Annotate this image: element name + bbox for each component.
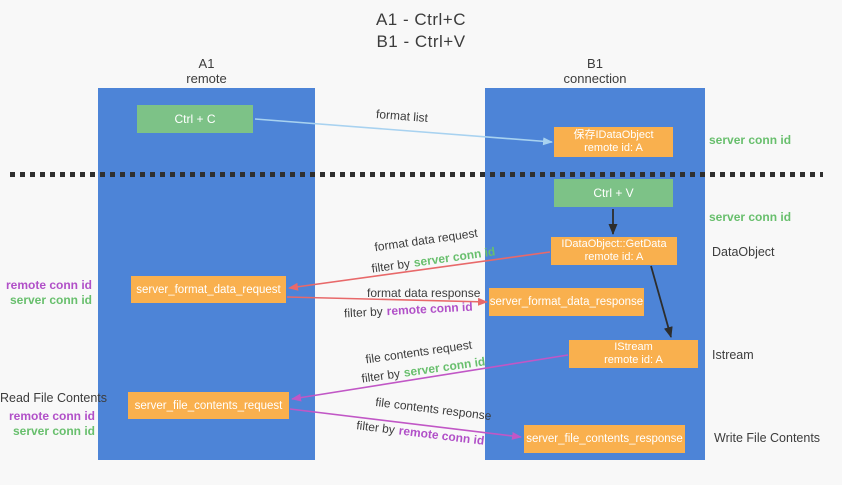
format-list-label: format list — [375, 106, 429, 126]
istream-box: IStream remote id: A — [569, 340, 698, 368]
ctrl-c-box: Ctrl + C — [137, 105, 253, 133]
server-file-contents-response-box: server_file_contents_response — [524, 425, 685, 453]
remote-conn-id-side-label: remote conn id — [8, 409, 95, 423]
filter-by-text: filter by — [355, 418, 396, 437]
save-dataobject-line1: 保存IDataObject — [573, 129, 654, 141]
ctrl-v-label: Ctrl + V — [593, 186, 634, 200]
file-contents-response-label: file contents response — [374, 394, 493, 424]
getdata-line1: IDataObject::GetData — [561, 238, 667, 250]
server-file-contents-request-label: server_file_contents_request — [134, 399, 283, 412]
filter-by-text: filter by — [370, 256, 411, 276]
title-line-1: A1 - Ctrl+C — [375, 10, 467, 29]
ctrl-v-box: Ctrl + V — [554, 179, 673, 207]
istream-line1: IStream — [614, 341, 653, 353]
filter-by-text: filter by — [343, 304, 384, 321]
save-dataobject-line2: remote id: A — [584, 142, 643, 154]
server-format-data-request-label: server_format_data_request — [136, 283, 281, 296]
format-data-response-label: format data response — [367, 286, 481, 300]
server-format-data-response-box: server_format_data_response — [489, 288, 644, 316]
write-file-contents-label: Write File Contents — [714, 431, 821, 445]
server-conn-id-side-label-top: server conn id — [709, 133, 792, 147]
title-line-2: B1 - Ctrl+V — [376, 32, 466, 51]
server-conn-id-side-label: server conn id — [12, 424, 95, 438]
server-conn-id-highlight: server conn id — [412, 244, 497, 270]
remote-conn-id-side-label: remote conn id — [5, 278, 92, 292]
filter-by-text: filter by — [360, 366, 401, 386]
server-file-contents-response-label: server_file_contents_response — [526, 433, 683, 445]
lane-b1-role: connection — [563, 71, 627, 86]
lane-header-b1: B1 connection — [485, 56, 705, 86]
server-conn-id-side-label-mid: server conn id — [709, 210, 792, 224]
remote-conn-id-highlight: remote conn id — [397, 423, 486, 448]
lane-header-a1: A1 remote — [98, 56, 315, 86]
server-file-contents-request-box: server_file_contents_request — [128, 392, 289, 419]
getdata-line2: remote id: A — [584, 251, 644, 263]
remote-conn-id-highlight: remote conn id — [386, 299, 473, 319]
dataobject-side-label: DataObject — [712, 245, 775, 259]
diagram-title: A1 - Ctrl+C B1 - Ctrl+V — [0, 9, 842, 53]
file-conn-id-labels: remote conn id server conn id — [0, 409, 95, 439]
save-dataobject-box: 保存IDataObject remote id: A — [554, 127, 673, 157]
istream-side-label: Istream — [712, 348, 754, 362]
server-conn-id-side-label: server conn id — [9, 293, 92, 307]
istream-line2: remote id: A — [604, 354, 663, 366]
getdata-box: IDataObject::GetData remote id: A — [551, 237, 677, 265]
read-file-contents-label: Read File Contents — [0, 391, 108, 405]
lane-a1-role: remote — [186, 71, 227, 86]
format-conn-id-labels: remote conn id server conn id — [0, 278, 92, 308]
lane-a1-name: A1 — [198, 56, 215, 71]
lane-b1-name: B1 — [587, 56, 603, 71]
server-format-data-response-label: server_format_data_response — [489, 296, 644, 308]
ctrl-c-label: Ctrl + C — [174, 112, 216, 126]
dotted-separator-line — [10, 172, 823, 177]
server-format-data-request-box: server_format_data_request — [131, 276, 286, 303]
